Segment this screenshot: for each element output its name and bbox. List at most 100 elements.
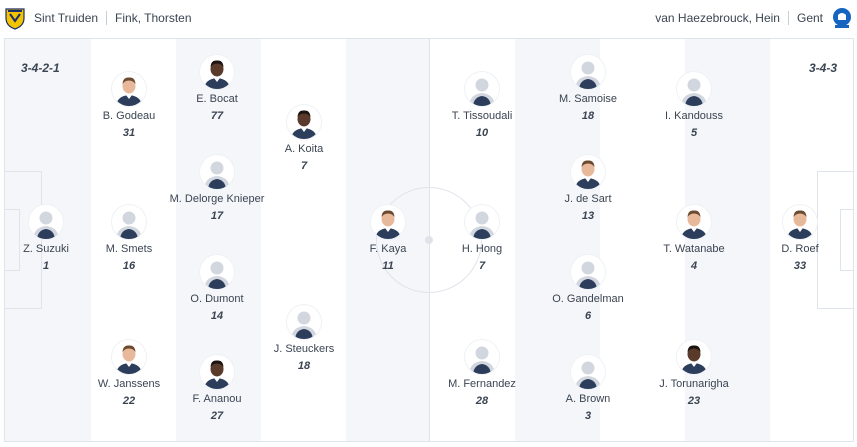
home-team-name[interactable]: Sint Truiden [34,11,99,25]
player-name[interactable]: O. Gandelman [552,293,624,305]
player-number: 16 [122,260,136,272]
player-name[interactable]: T. Tissoudali [451,110,513,122]
player-number: 17 [210,210,224,222]
home-player-m-smets[interactable]: M. Smets 16 [74,205,184,272]
player-photo[interactable] [287,105,321,139]
player-number: 28 [475,395,489,407]
player-name[interactable]: F. Kaya [369,243,407,255]
player-number: 27 [210,410,224,422]
player-silhouette-icon[interactable] [287,305,321,339]
center-circle [376,187,482,293]
home-player-f-kaya[interactable]: F. Kaya 11 [333,205,443,272]
away-formation: 3-4-3 [808,61,837,75]
player-name[interactable]: M. Fernandez [448,378,516,390]
player-silhouette-icon[interactable] [200,255,234,289]
player-silhouette-icon[interactable] [571,55,605,89]
away-player-o-gandelman[interactable]: O. Gandelman 6 [533,255,643,322]
home-coach-name[interactable]: Fink, Thorsten [115,11,192,25]
player-number: 10 [475,127,489,139]
player-name[interactable]: M. Samoise [558,93,618,105]
player-name[interactable]: B. Godeau [102,110,156,122]
player-silhouette-icon[interactable] [29,205,63,239]
player-name[interactable]: M. Delorge Knieper [169,193,265,205]
player-number: 31 [122,127,136,139]
home-player-j-steuckers[interactable]: J. Steuckers 18 [249,305,359,372]
away-team-info: van Haezebrouck, Hein Gent [647,6,857,30]
sint-truiden-crest-icon[interactable] [4,6,26,30]
player-photo[interactable] [371,205,405,239]
away-player-j-torunarigha[interactable]: J. Torunarigha 23 [639,340,749,407]
home-player-f-ananou[interactable]: F. Ananou 27 [162,355,272,422]
player-photo[interactable] [112,72,146,106]
player-photo[interactable] [571,155,605,189]
player-silhouette-icon[interactable] [465,72,499,106]
home-player-m-delorge-knieper[interactable]: M. Delorge Knieper 17 [162,155,272,222]
player-name[interactable]: I. Kandouss [664,110,724,122]
player-name[interactable]: A. Brown [565,393,611,405]
player-silhouette-icon[interactable] [677,72,711,106]
player-number: 33 [793,260,807,272]
home-goal-area [5,209,20,271]
player-silhouette-icon[interactable] [465,205,499,239]
player-name[interactable]: W. Janssens [97,378,161,390]
center-spot [425,236,433,244]
player-number: 13 [581,210,595,222]
player-silhouette-icon[interactable] [465,340,499,374]
divider [106,11,108,25]
player-silhouette-icon[interactable] [571,355,605,389]
player-number: 22 [122,395,136,407]
away-penalty-area [817,171,853,309]
home-team-info: Sint Truiden Fink, Thorsten [0,6,200,30]
player-name[interactable]: O. Dumont [190,293,244,305]
player-number: 6 [584,310,592,322]
player-silhouette-icon[interactable] [112,205,146,239]
player-name[interactable]: Z. Suzuki [23,243,69,255]
player-photo[interactable] [783,205,817,239]
away-player-t-watanabe[interactable]: T. Watanabe 4 [639,205,749,272]
away-player-m-fernandez[interactable]: M. Fernandez 28 [427,340,537,407]
player-name[interactable]: J. Steuckers [273,343,335,355]
player-name[interactable]: E. Bocat [196,93,238,105]
player-name[interactable]: J. de Sart [564,193,612,205]
away-player-j-de-sart[interactable]: J. de Sart 13 [533,155,643,222]
player-name[interactable]: H. Hong [461,243,503,255]
away-player-d-roef[interactable]: D. Roef 33 [745,205,855,272]
player-photo[interactable] [677,205,711,239]
gent-crest-icon[interactable] [831,6,853,30]
player-name[interactable]: T. Watanabe [663,243,725,255]
player-name[interactable]: J. Torunarigha [659,378,729,390]
player-name[interactable]: M. Smets [105,243,153,255]
home-penalty-area [5,171,42,309]
away-team-name[interactable]: Gent [796,11,823,25]
player-name[interactable]: D. Roef [781,243,819,255]
home-player-z-suzuki[interactable]: Z. Suzuki 1 [0,205,101,272]
home-player-w-janssens[interactable]: W. Janssens 22 [74,340,184,407]
player-photo[interactable] [112,340,146,374]
home-player-e-bocat[interactable]: E. Bocat 77 [162,55,272,122]
player-silhouette-icon[interactable] [571,255,605,289]
player-name[interactable]: A. Koita [284,143,324,155]
player-photo[interactable] [200,355,234,389]
home-formation: 3-4-2-1 [21,61,60,75]
player-number: 4 [690,260,698,272]
player-photo[interactable] [200,55,234,89]
player-number: 23 [687,395,701,407]
away-coach-name[interactable]: van Haezebrouck, Hein [655,11,780,25]
player-number: 1 [42,260,50,272]
away-player-t-tissoudali[interactable]: T. Tissoudali 10 [427,72,537,139]
player-number: 77 [210,110,224,122]
player-number: 7 [300,160,308,172]
home-player-b-godeau[interactable]: B. Godeau 31 [74,72,184,139]
player-silhouette-icon[interactable] [200,155,234,189]
player-name[interactable]: F. Ananou [192,393,242,405]
player-number: 18 [297,360,311,372]
home-player-a-koita[interactable]: A. Koita 7 [249,105,359,172]
player-photo[interactable] [677,340,711,374]
away-goal-area [840,209,853,271]
player-number: 11 [382,260,394,272]
